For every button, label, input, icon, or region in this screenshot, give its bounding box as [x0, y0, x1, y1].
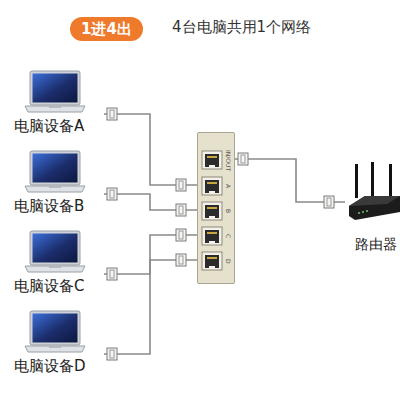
- network-cable: [104, 108, 197, 191]
- subtitle-note: 4台电脑共用1个网络: [172, 18, 311, 37]
- laptop-icon: [24, 150, 86, 194]
- computer-device: 电脑设备D: [14, 310, 104, 375]
- device-label: 电脑设备A: [14, 117, 104, 135]
- device-label: 电脑设备D: [14, 357, 104, 375]
- router-label: 路由器: [355, 236, 400, 253]
- laptop-icon: [24, 70, 86, 114]
- laptop-icon: [24, 310, 86, 354]
- device-label: 电脑设备B: [14, 197, 104, 215]
- badge-pill: 1进4出: [70, 17, 143, 41]
- network-cable: [235, 153, 345, 208]
- computer-device: 电脑设备A: [14, 70, 104, 135]
- port-label: B: [225, 209, 231, 213]
- port-label: IN/OUT: [225, 150, 231, 171]
- port-label: D: [225, 259, 231, 264]
- badge-text: 1进4出: [81, 19, 132, 39]
- network-cable: [104, 188, 197, 216]
- laptop-icon: [24, 230, 86, 274]
- router-icon: [345, 162, 400, 224]
- device-label: 电脑设备C: [14, 277, 104, 295]
- computer-device: 电脑设备B: [14, 150, 104, 215]
- network-switch: IN/OUT A B C D: [197, 132, 235, 284]
- router: 路由器: [345, 162, 400, 253]
- port-label: A: [225, 184, 231, 188]
- network-cable: [104, 254, 197, 360]
- computer-device: 电脑设备C: [14, 230, 104, 295]
- port-label: C: [225, 234, 231, 238]
